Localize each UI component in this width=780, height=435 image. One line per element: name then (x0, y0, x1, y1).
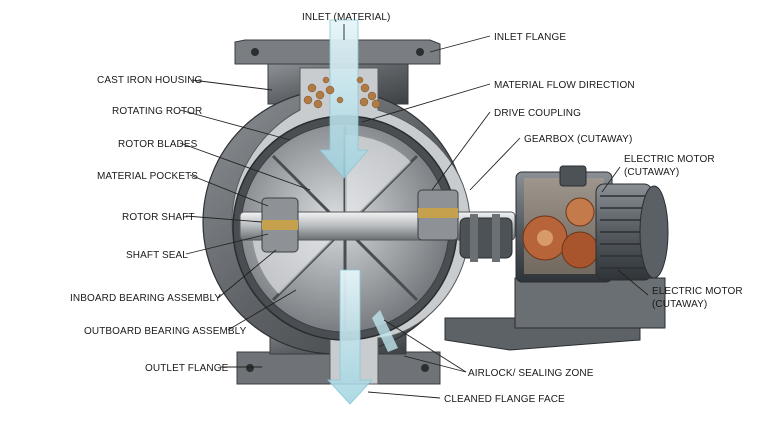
label-shaft-seal: SHAFT SEAL (126, 250, 188, 261)
label-inlet-material: INLET (MATERIAL) (302, 12, 390, 23)
label-rotor-shaft: ROTOR SHAFT (122, 212, 195, 223)
label-outboard-bearing-assembly: OUTBOARD BEARING ASSEMBLY (84, 326, 247, 337)
drive-coupling (459, 214, 513, 262)
label-material-pockets: MATERIAL POCKETS (97, 171, 198, 182)
label-electric-motor-2-line1: ELECTRIC MOTOR (652, 286, 743, 297)
label-outlet-flange: OUTLET FLANGE (145, 363, 229, 374)
label-electric-motor-1-line1: ELECTRIC MOTOR (624, 154, 715, 165)
label-cleaned-flange-face: CLEANED FLANGE FACE (444, 394, 565, 405)
label-drive-coupling: DRIVE COUPLING (494, 108, 581, 119)
motor-base (444, 277, 666, 351)
label-electric-motor-2-line2: (CUTAWAY) (652, 299, 707, 310)
label-inlet-flange: INLET FLANGE (494, 32, 566, 43)
label-inboard-bearing-assembly: INBOARD BEARING ASSEMBLY (70, 293, 221, 304)
bearing-assemblies (261, 189, 459, 253)
gearbox (515, 171, 613, 283)
material-flow-arrow (319, 19, 398, 405)
labels: INLET (MATERIAL) INLET FLANGE CAST IRON … (70, 12, 743, 405)
label-cast-iron-housing: CAST IRON HOUSING (97, 75, 203, 86)
flange-bolt-holes (246, 48, 429, 372)
label-material-flow-direction: MATERIAL FLOW DIRECTION (494, 80, 635, 91)
label-airlock-sealing-zone: AIRLOCK/ SEALING ZONE (468, 368, 594, 379)
label-gearbox-cutaway: GEARBOX (CUTAWAY) (524, 134, 632, 145)
leader-lines (179, 24, 649, 399)
label-electric-motor-1-line2: (CUTAWAY) (624, 167, 679, 178)
granular-material (303, 76, 381, 109)
label-rotating-rotor: ROTATING ROTOR (112, 106, 202, 117)
label-rotor-blades: ROTOR BLADES (118, 139, 198, 150)
electric-motor (559, 165, 669, 281)
